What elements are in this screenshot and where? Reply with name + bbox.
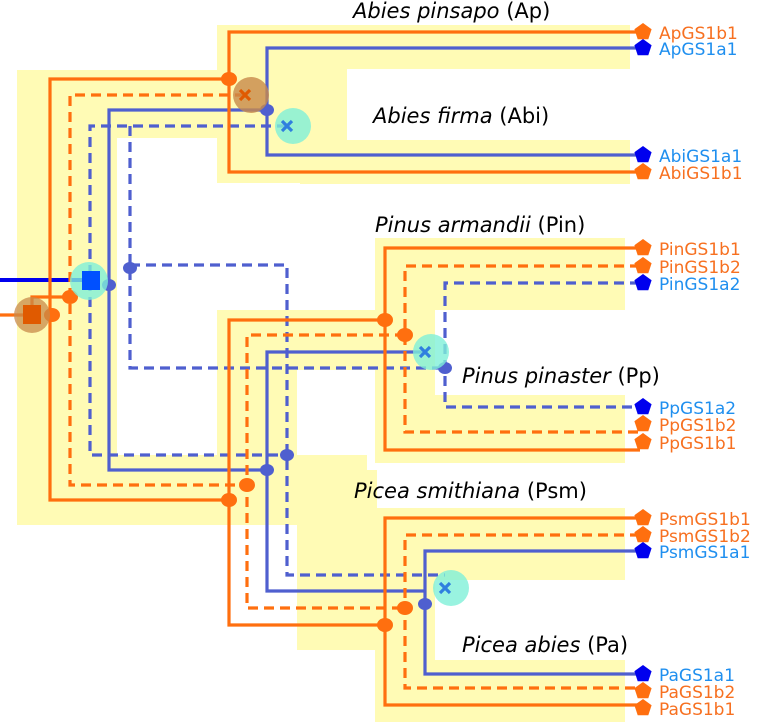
gene-label: PaGS1b1 <box>659 700 735 720</box>
gene-leaf-pentagon-icon <box>634 665 652 682</box>
speciation-node <box>239 478 255 492</box>
abies-gs1b2-loss <box>238 88 252 102</box>
gene-label: PsmGS1b1 <box>659 510 751 530</box>
loss-cross-icon <box>238 88 252 102</box>
gene-leaf-pentagon-icon <box>634 682 652 699</box>
gene-leaf-pentagon-icon <box>634 699 652 716</box>
gene-leaf-pentagon-icon <box>634 146 652 163</box>
abies-gs1b1 <box>227 30 640 174</box>
gene-label: PsmGS1a1 <box>659 543 750 563</box>
species-abbreviation: (Pin) <box>531 213 585 237</box>
gene-leaf-pentagon-icon <box>634 526 652 543</box>
species-band <box>375 238 625 310</box>
gene-label: AbiGS1b1 <box>659 164 743 184</box>
species-abbreviation: (Pp) <box>611 364 660 388</box>
gene-leaf-markers <box>634 23 652 716</box>
gene-leaf-pentagon-icon <box>634 509 652 526</box>
gene-leaf-pentagon-icon <box>634 274 652 291</box>
picea-gs1a1 <box>423 549 640 676</box>
species-abbreviation: (Abi) <box>493 104 550 128</box>
species-label: Picea abies (Pa) <box>462 633 628 657</box>
gene-leaf-pentagon-icon <box>634 433 652 450</box>
gene-label: PpGS1a2 <box>659 399 736 419</box>
pinaceae-gs1b2 <box>245 333 405 610</box>
loss-halo <box>413 334 449 370</box>
loss-cross-icon <box>418 345 432 359</box>
gs1b-duplication-square <box>23 305 41 324</box>
gene-leaf-pentagon-icon <box>634 542 652 559</box>
gene-label: PinGS1a2 <box>659 275 740 295</box>
species-label: Pinus armandii (Pin) <box>375 213 585 237</box>
species-scientific-name: Picea smithiana <box>354 479 520 503</box>
speciation-node <box>260 464 274 476</box>
gs1a-duplication-square <box>82 271 100 290</box>
gene-label: PpGS1b2 <box>659 416 736 436</box>
gs1a2-picea-link <box>130 263 445 577</box>
gene-label: PaGS1a1 <box>659 666 735 686</box>
species-label: Abies firma (Abi) <box>371 104 549 128</box>
gene-label: ApGS1b1 <box>659 24 738 44</box>
labels: ApGS1b1ApGS1a1AbiGS1a1AbiGS1b1PinGS1b1Pi… <box>351 0 751 720</box>
gene-label: PinGS1b2 <box>659 258 741 278</box>
loss-halo <box>275 108 311 144</box>
gene-label: AbiGS1a1 <box>659 147 742 167</box>
gene-leaf-pentagon-icon <box>634 239 652 256</box>
speciation-node <box>377 618 393 632</box>
species-scientific-name: Pinus pinaster <box>462 364 612 388</box>
gene-label: ApGS1a1 <box>659 40 737 60</box>
loss-cross-icon <box>438 581 452 595</box>
speciation-node <box>62 290 78 304</box>
gene-leaf-pentagon-icon <box>634 39 652 56</box>
gene-leaf-pentagon-icon <box>634 257 652 274</box>
species-scientific-name: Picea abies <box>462 633 580 657</box>
speciation-node <box>377 313 393 327</box>
gene-leaf-pentagon-icon <box>634 415 652 432</box>
picea-gs1a2-loss <box>438 581 452 595</box>
species-abbreviation: (Psm) <box>520 479 587 503</box>
loss-halo <box>433 570 469 606</box>
speciation-node <box>397 601 413 615</box>
pinus-gs1b2 <box>403 264 640 434</box>
speciation-node <box>221 72 237 86</box>
species-label: Abies pinsapo (Ap) <box>351 0 550 23</box>
gene-leaf-pentagon-icon <box>634 23 652 40</box>
pinaceae-gs1b1 <box>227 318 385 627</box>
species-band <box>300 140 630 184</box>
species-abbreviation: (Ap) <box>500 0 551 23</box>
loss-cross-icon <box>280 119 294 133</box>
gene-label: PsmGS1b2 <box>659 527 751 547</box>
speciation-node <box>123 262 137 274</box>
gs1a2-pinus-link <box>128 126 445 370</box>
species-abbreviation: (Pa) <box>580 633 628 657</box>
gene-label: PaGS1b2 <box>659 683 735 703</box>
gene-leaf-pentagon-icon <box>634 398 652 415</box>
species-label: Pinus pinaster (Pp) <box>462 364 660 388</box>
species-band <box>375 660 625 722</box>
species-band <box>375 395 625 463</box>
pinus-gs1b1 <box>383 246 640 452</box>
speciation-node <box>397 328 413 342</box>
gene-leaf-pentagon-icon <box>634 163 652 180</box>
gene-label: PinGS1b1 <box>659 240 741 260</box>
speciation-node <box>418 598 432 610</box>
species-scientific-name: Pinus armandii <box>375 213 531 237</box>
event-markers <box>14 72 469 632</box>
speciation-node <box>280 449 294 461</box>
gs1b1-backbone <box>48 77 229 502</box>
loss-halo <box>233 77 269 113</box>
speciation-node <box>221 493 237 507</box>
gene-label: PpGS1b1 <box>659 434 736 454</box>
species-scientific-name: Abies firma <box>371 104 493 128</box>
species-scientific-name: Abies pinsapo <box>351 0 500 23</box>
pinus-gs1a1-loss <box>418 345 432 359</box>
species-label: Picea smithiana (Psm) <box>354 479 587 503</box>
species-band <box>297 470 377 650</box>
picea-gs1b1 <box>383 516 640 707</box>
abies-gs1a2-loss <box>280 119 294 133</box>
species-band <box>375 508 625 580</box>
